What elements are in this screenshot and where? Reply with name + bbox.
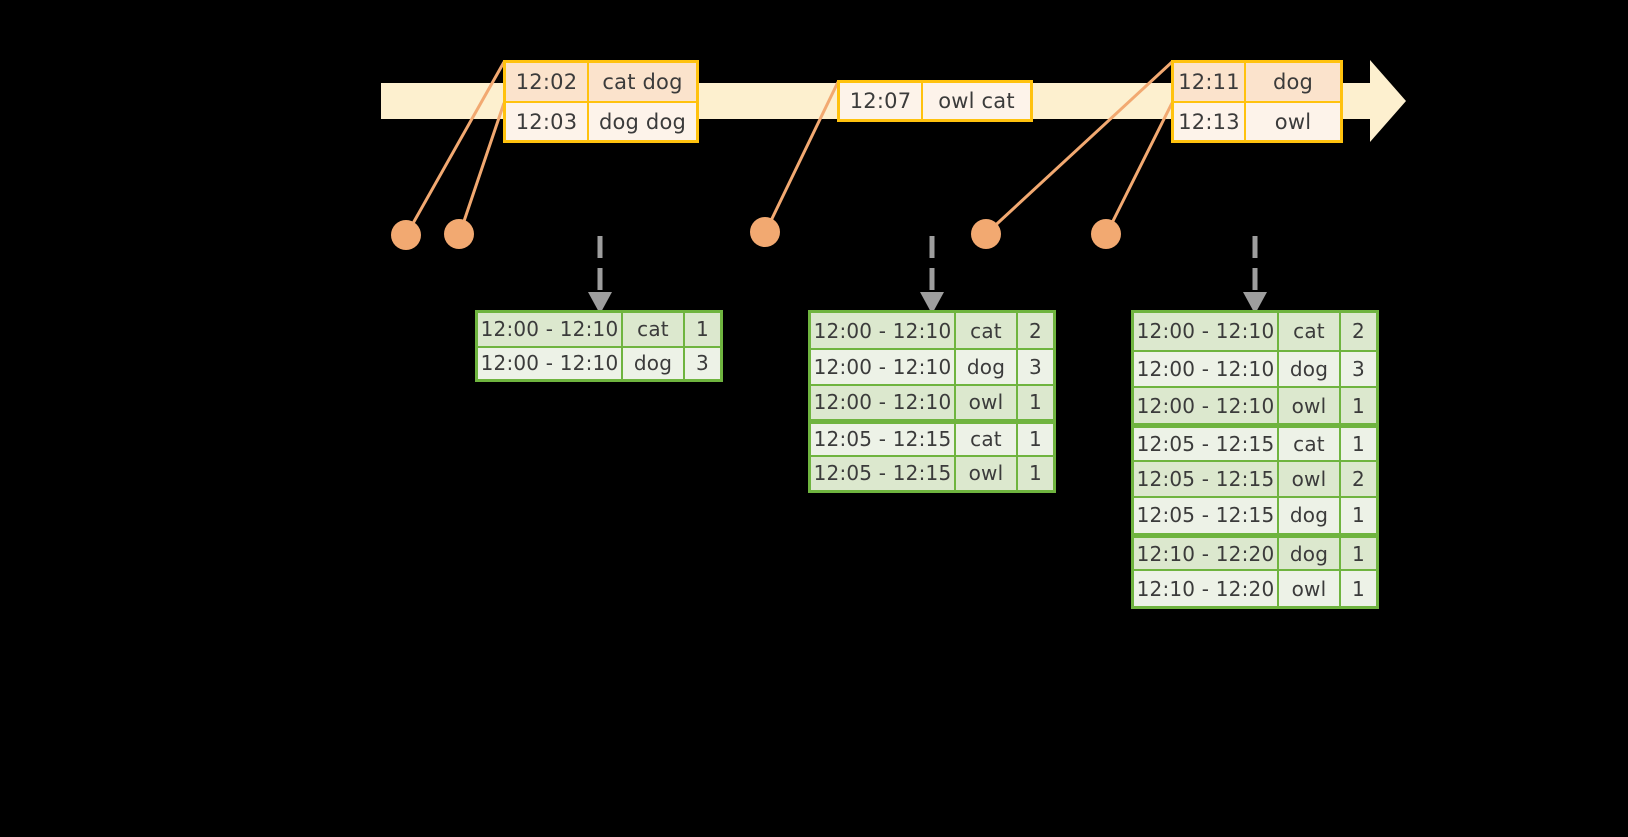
event-row: 12:03 dog dog	[506, 101, 696, 140]
cell-count: 1	[1018, 385, 1053, 420]
event-row: 12:07 owl cat	[840, 83, 1030, 119]
cell-word: cat	[1279, 313, 1341, 350]
event-dot-3	[750, 217, 780, 247]
connector-line-5	[1105, 102, 1174, 234]
cell-window: 12:00 - 12:10	[811, 385, 956, 420]
cell-count: 1	[1341, 388, 1376, 423]
cell-count: 2	[1341, 313, 1376, 350]
event-group-1: 12:02 cat dog 12:03 dog dog	[503, 60, 699, 143]
cell-word: dog	[1279, 498, 1341, 533]
cell-window: 12:05 - 12:15	[1134, 427, 1279, 460]
connector-line-2	[458, 102, 506, 234]
event-group-3: 12:11 dog 12:13 owl	[1171, 60, 1343, 143]
event-group-2: 12:07 owl cat	[837, 80, 1033, 122]
cell-word: owl	[1279, 461, 1341, 497]
event-dot-2	[444, 219, 474, 249]
cell-window: 12:00 - 12:10	[478, 313, 623, 346]
cell-count: 2	[1018, 313, 1053, 349]
cell-count: 1	[1018, 424, 1053, 455]
cell-window: 12:00 - 12:10	[811, 313, 956, 349]
connector-line-1	[405, 61, 506, 235]
cell-count: 3	[685, 347, 720, 379]
event-dot-1	[391, 220, 421, 250]
event-words: owl	[1274, 109, 1312, 134]
cell-window: 12:05 - 12:15	[1134, 461, 1279, 497]
cell-window: 12:05 - 12:15	[811, 424, 956, 455]
event-words: cat dog	[602, 70, 683, 95]
cell-word: owl	[1279, 388, 1341, 423]
cell-word: dog	[1279, 351, 1341, 387]
event-dot-5	[1091, 219, 1121, 249]
event-row: 12:11 dog	[1174, 63, 1340, 102]
event-dot-4	[971, 219, 1001, 249]
cell-count: 1	[1018, 456, 1053, 490]
cell-count: 1	[1341, 571, 1376, 607]
cell-word: cat	[1279, 427, 1341, 460]
cell-word: dog	[623, 347, 685, 379]
event-dots	[391, 217, 1121, 250]
event-words: dog	[1272, 70, 1314, 95]
cell-window: 12:00 - 12:10	[1134, 313, 1279, 350]
event-words: dog dog	[598, 109, 687, 134]
event-time: 12:03	[506, 103, 589, 140]
cell-window: 12:05 - 12:15	[1134, 498, 1279, 533]
cell-word: owl	[1279, 571, 1341, 607]
event-time: 12:02	[506, 63, 589, 102]
trigger-arrow-1	[588, 236, 612, 314]
cell-word: owl	[956, 385, 1018, 420]
connector-line-3	[764, 81, 840, 232]
event-words: owl cat	[938, 89, 1015, 113]
cell-word: owl	[956, 456, 1018, 490]
cell-window: 12:00 - 12:10	[1134, 351, 1279, 387]
cell-count: 1	[1341, 498, 1376, 533]
trigger-arrow-2	[920, 236, 944, 314]
cell-window: 12:05 - 12:15	[811, 456, 956, 490]
cell-word: cat	[956, 424, 1018, 455]
cell-count: 1	[685, 313, 720, 346]
event-row: 12:02 cat dog	[506, 63, 696, 102]
cell-count: 1	[1341, 427, 1376, 460]
cell-count: 1	[1341, 537, 1376, 570]
event-time: 12:07	[840, 83, 923, 119]
cell-window: 12:00 - 12:10	[811, 350, 956, 384]
trigger-arrow-3	[1243, 236, 1267, 314]
cell-word: dog	[956, 350, 1018, 384]
cell-count: 3	[1018, 350, 1053, 384]
cell-window: 12:00 - 12:10	[478, 347, 623, 379]
event-row: 12:13 owl	[1174, 101, 1340, 140]
cell-window: 12:10 - 12:20	[1134, 571, 1279, 607]
cell-count: 2	[1341, 461, 1376, 497]
cell-word: cat	[956, 313, 1018, 349]
cell-count: 3	[1341, 351, 1376, 387]
event-time: 12:11	[1174, 63, 1246, 102]
cell-window: 12:10 - 12:20	[1134, 537, 1279, 570]
cell-word: cat	[623, 313, 685, 346]
cell-word: dog	[1279, 537, 1341, 570]
trigger-arrows	[588, 236, 1267, 314]
event-time: 12:13	[1174, 103, 1246, 140]
cell-window: 12:00 - 12:10	[1134, 388, 1279, 423]
